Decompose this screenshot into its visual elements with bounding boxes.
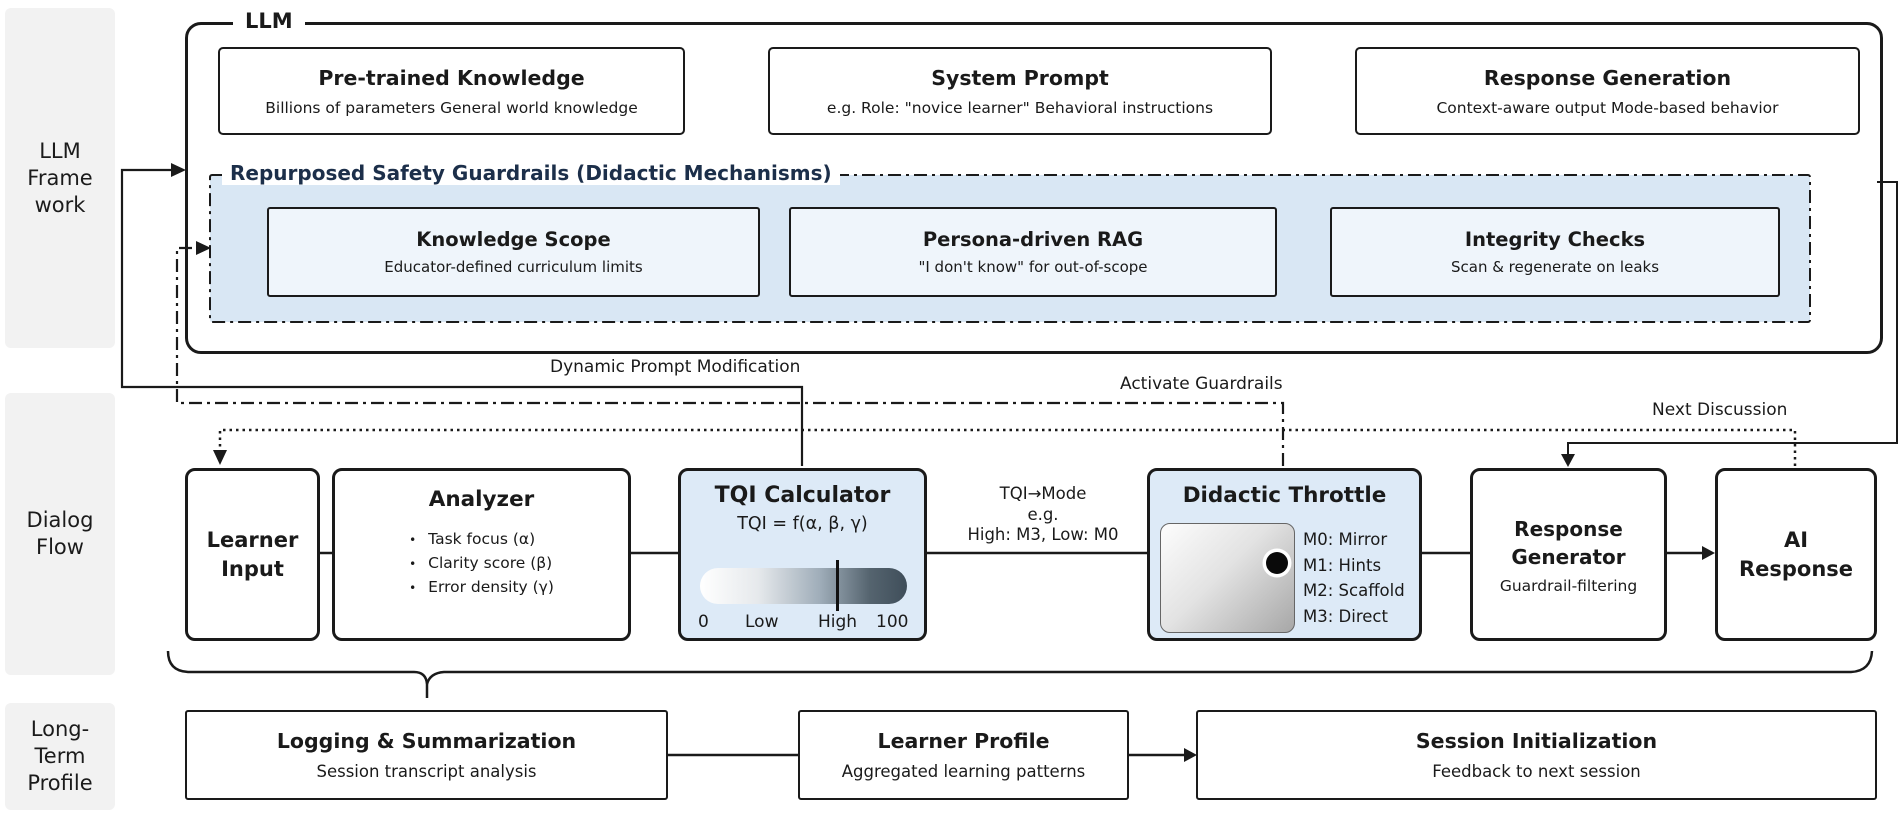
section-label-llm-framework: LLM Frame work — [5, 8, 115, 348]
box-subtitle: Billions of parameters General world kno… — [265, 98, 638, 117]
box-subtitle: Scan & regenerate on leaks — [1450, 258, 1660, 276]
learner-profile-box: Learner Profile Aggregated learning patt… — [798, 710, 1129, 800]
box-subtitle: Context-aware output Mode-based behavior — [1436, 98, 1779, 117]
analyzer-bullet: Clarity score (β) — [409, 552, 554, 576]
persona-driven-rag-box: Persona-driven RAG "I don't know" for ou… — [789, 207, 1277, 297]
tqi-scale-high: High — [818, 612, 858, 632]
section-label-text: LLM Frame work — [27, 138, 93, 217]
box-subtitle: "I don't know" for out-of-scope — [918, 258, 1148, 276]
arrowhead-into-llm — [171, 163, 186, 177]
box-title: Session Initialization — [1415, 729, 1658, 753]
section-label-long-term-profile: Long- Term Profile — [5, 703, 115, 810]
arrowhead-into-session-initialization — [1184, 748, 1197, 762]
llm-frame-label: LLM — [233, 9, 305, 33]
throttle-dial-knob-dot — [1266, 552, 1288, 574]
ai-response-box: AI Response — [1715, 468, 1877, 641]
throttle-dial — [1160, 523, 1295, 633]
box-title: TQI Calculator — [714, 483, 891, 508]
box-title: Learner Input — [206, 527, 299, 581]
box-title: AI Response — [1738, 527, 1854, 581]
box-subtitle: Aggregated learning patterns — [841, 762, 1086, 781]
tqi-scale-min: 0 — [698, 612, 709, 632]
analyzer-bullet-list: Task focus (α) Clarity score (β) Error d… — [409, 528, 554, 600]
next-discussion-label: Next Discussion — [1652, 400, 1788, 420]
tqi-to-mode-note: TQI→Mode e.g. High: M3, Low: M0 — [952, 484, 1134, 546]
tqi-calculator-box: TQI Calculator TQI = f(α, β, γ) — [678, 468, 927, 641]
box-title: Didactic Throttle — [1182, 483, 1387, 508]
integrity-checks-box: Integrity Checks Scan & regenerate on le… — [1330, 207, 1780, 297]
tqi-scale-low: Low — [745, 612, 779, 632]
tqi-scale-max: 100 — [876, 612, 909, 632]
tqi-mode-note-line2: e.g. — [1027, 504, 1059, 524]
llm-frame — [185, 22, 1883, 354]
analyzer-bullet: Task focus (α) — [409, 528, 554, 552]
arrowhead-into-learner-input — [213, 450, 227, 465]
guardrails-title: Repurposed Safety Guardrails (Didactic M… — [222, 161, 840, 185]
box-subtitle: Session transcript analysis — [316, 762, 537, 781]
box-title: Integrity Checks — [1464, 228, 1646, 251]
box-title: Logging & Summarization — [276, 729, 577, 753]
throttle-mode-list: M0: Mirror M1: Hints M2: Scaffold M3: Di… — [1303, 530, 1405, 626]
box-subtitle: Guardrail-filtering — [1499, 576, 1638, 595]
analyzer-box: Analyzer Task focus (α) Clarity score (β… — [332, 468, 631, 641]
box-title: Response Generator — [1511, 516, 1626, 569]
box-title: Analyzer — [428, 487, 535, 512]
tqi-formula: TQI = f(α, β, γ) — [737, 514, 868, 534]
tqi-threshold-tick — [836, 560, 839, 611]
pretrained-knowledge-box: Pre-trained Knowledge Billions of parame… — [218, 47, 685, 135]
section-label-text: Long- Term Profile — [27, 717, 93, 795]
box-title: System Prompt — [931, 65, 1109, 90]
box-title: Persona-driven RAG — [922, 228, 1144, 251]
section-label-dialog-flow: Dialog Flow — [5, 393, 115, 675]
arrowhead-into-guardrails — [196, 241, 211, 255]
box-title: Response Generation — [1483, 65, 1732, 90]
tqi-mode-note-line3: High: M3, Low: M0 — [967, 525, 1119, 544]
knowledge-scope-box: Knowledge Scope Educator-defined curricu… — [267, 207, 760, 297]
section-label-text: Dialog Flow — [26, 508, 94, 559]
logging-summarization-box: Logging & Summarization Session transcri… — [185, 710, 668, 800]
box-title: Knowledge Scope — [416, 228, 611, 251]
analyzer-bullet: Error density (γ) — [409, 576, 554, 600]
box-subtitle: Feedback to next session — [1432, 762, 1641, 781]
learner-input-box: Learner Input — [185, 468, 320, 641]
tqi-gradient-bar — [700, 568, 907, 604]
activate-guardrails-label: Activate Guardrails — [1120, 374, 1283, 394]
tqi-mode-note-line1: TQI→Mode — [999, 484, 1087, 503]
box-subtitle: Educator-defined curriculum limits — [384, 258, 643, 276]
system-prompt-box: System Prompt e.g. Role: "novice learner… — [768, 47, 1272, 135]
response-generator-box: Response Generator Guardrail-filtering — [1470, 468, 1667, 641]
box-title: Pre-trained Knowledge — [318, 65, 585, 90]
arrowhead-into-ai-response — [1702, 546, 1715, 560]
arrowhead-into-response-generator — [1561, 454, 1575, 467]
box-subtitle: e.g. Role: "novice learner" Behavioral i… — [826, 98, 1214, 117]
dynamic-prompt-modification-label: Dynamic Prompt Modification — [550, 357, 801, 377]
response-generation-box: Response Generation Context-aware output… — [1355, 47, 1860, 135]
box-title: Learner Profile — [877, 729, 1050, 753]
session-initialization-box: Session Initialization Feedback to next … — [1196, 710, 1877, 800]
